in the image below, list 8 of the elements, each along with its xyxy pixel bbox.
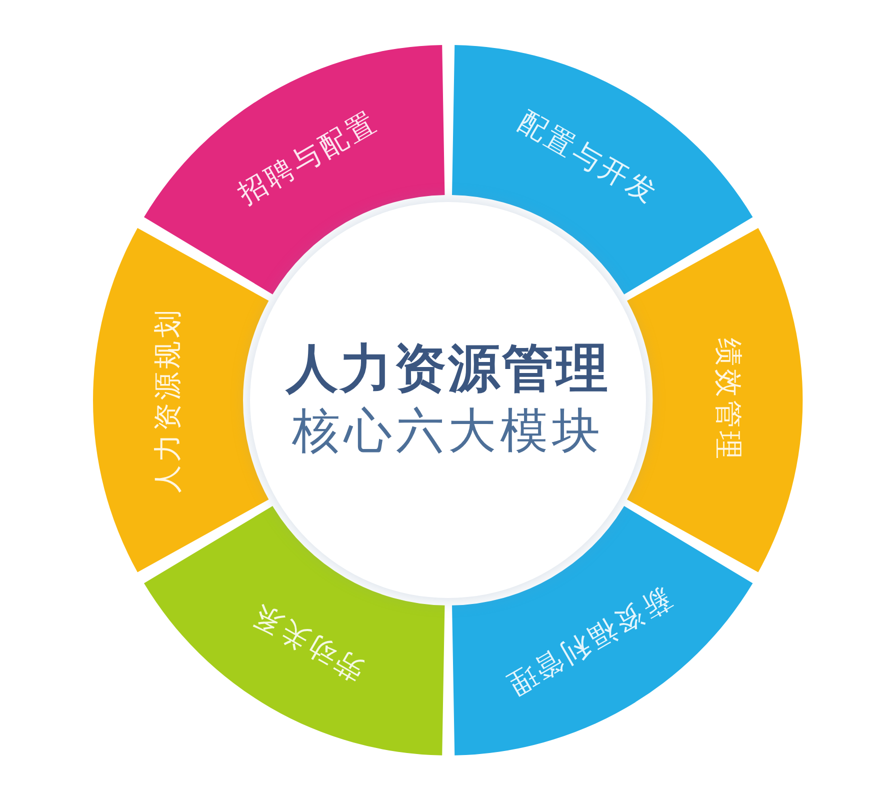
center-subtitle: 核心六大模块 bbox=[292, 402, 604, 461]
segment-label: 薪资福利管理 bbox=[500, 584, 676, 702]
center-title: 人力资源管理 bbox=[286, 338, 610, 400]
segment-label: 劳动关系 bbox=[247, 599, 369, 686]
segment-label: 招聘与配置 bbox=[234, 106, 382, 208]
segment-label: 人力资源规划 bbox=[154, 306, 182, 493]
segment-label: 绩效管理 bbox=[714, 338, 742, 462]
segment-label: 配置与开发 bbox=[514, 106, 662, 208]
